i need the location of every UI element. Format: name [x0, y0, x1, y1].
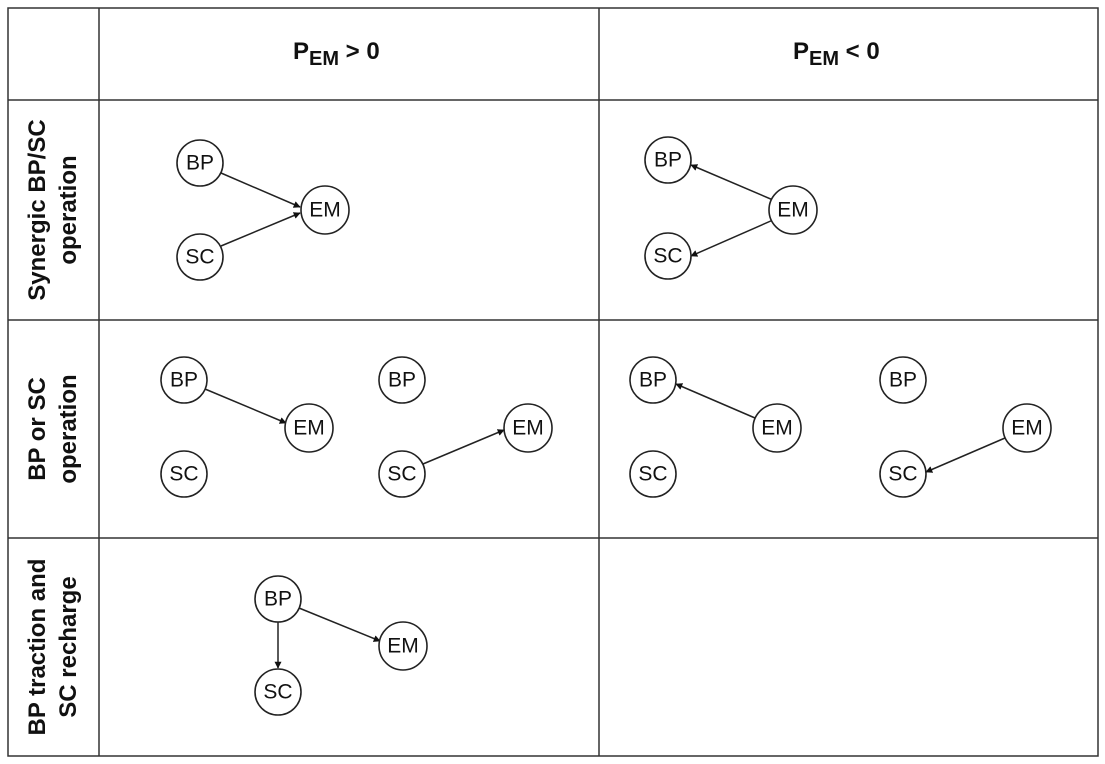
diagram-synergic-pem-negative: BP SC EM — [644, 136, 818, 280]
svg-text:EM: EM — [387, 635, 419, 658]
svg-text:EM: EM — [309, 199, 341, 222]
diagram-bp-operation-pem-negative: BP SC EM — [629, 356, 802, 498]
svg-text:EM: EM — [761, 417, 793, 440]
svg-text:BP: BP — [889, 369, 917, 392]
sc-node: SC — [644, 232, 692, 280]
bp-node: BP — [378, 356, 426, 404]
diagram-sc-operation-pem-positive: BP SC EM — [378, 356, 553, 498]
svg-text:EM: EM — [293, 417, 325, 440]
svg-text:BP: BP — [654, 149, 682, 172]
diagram-synergic-pem-positive: BP SC EM — [176, 139, 350, 281]
diagram-sc-operation-pem-negative: BP SC EM — [879, 356, 1052, 498]
flow-arrow-em-to-sc — [925, 437, 1006, 473]
svg-text:BP: BP — [186, 152, 214, 175]
bp-node: BP — [254, 575, 302, 623]
sc-node: SC — [879, 450, 927, 498]
flow-arrow-sc-to-em — [422, 429, 505, 465]
bp-node: BP — [176, 139, 224, 187]
em-node: EM — [300, 185, 350, 235]
svg-text:SC: SC — [888, 463, 917, 486]
column-header-pem-positive: PEM > 0 — [293, 38, 380, 70]
svg-text:SC: SC — [638, 463, 667, 486]
sc-node: SC — [160, 450, 208, 498]
flow-arrow-bp-to-em — [298, 607, 381, 642]
em-node: EM — [284, 403, 334, 453]
sc-node: SC — [378, 450, 426, 498]
flow-arrow-em-to-bp — [690, 164, 774, 201]
em-node: EM — [1002, 403, 1052, 453]
svg-text:EM: EM — [512, 417, 544, 440]
em-node: EM — [768, 185, 818, 235]
svg-text:EM: EM — [777, 199, 809, 222]
diagram-bp-operation-pem-positive: BP SC EM — [160, 356, 334, 498]
diagram-bp-traction-sc-recharge: BP SC EM — [254, 575, 428, 716]
flow-arrow-em-to-sc — [690, 219, 774, 257]
svg-text:SC: SC — [263, 681, 292, 704]
bp-node: BP — [644, 136, 692, 184]
bp-node: BP — [629, 356, 677, 404]
svg-text:SC: SC — [169, 463, 198, 486]
svg-text:BP: BP — [639, 369, 667, 392]
sc-node: SC — [629, 450, 677, 498]
sc-node: SC — [176, 233, 224, 281]
svg-text:BP: BP — [388, 369, 416, 392]
bp-node: BP — [879, 356, 927, 404]
em-node: EM — [752, 403, 802, 453]
sc-node: SC — [254, 668, 302, 716]
svg-text:SC: SC — [185, 246, 214, 269]
column-header-pem-negative: PEM < 0 — [793, 38, 880, 70]
flow-arrow-em-to-bp — [675, 383, 756, 419]
em-node: EM — [503, 403, 553, 453]
svg-text:SC: SC — [653, 245, 682, 268]
flow-arrow-sc-to-em — [220, 212, 301, 247]
em-node: EM — [378, 621, 428, 671]
svg-text:SC: SC — [387, 463, 416, 486]
svg-text:BP: BP — [264, 588, 292, 611]
bp-node: BP — [160, 356, 208, 404]
svg-text:BP: BP — [170, 369, 198, 392]
flow-arrow-bp-to-em — [220, 172, 301, 208]
flow-arrow-bp-to-em — [204, 388, 287, 424]
svg-text:EM: EM — [1011, 417, 1043, 440]
